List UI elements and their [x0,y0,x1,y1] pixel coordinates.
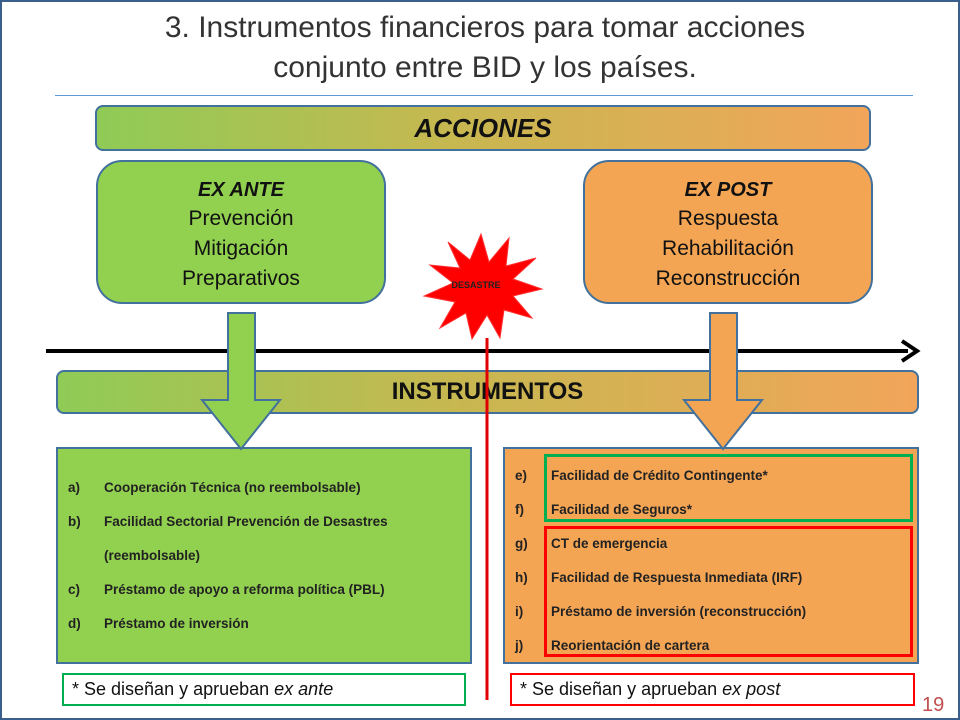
list-item: i) Préstamo de inversión (reconstrucción) [515,595,915,629]
ex-post-item: Reconstrucción [655,267,801,290]
item-letter: j) [515,638,524,653]
item-letter: f) [515,502,524,517]
ex-ante-heading: EX ANTE [198,179,284,201]
item-letter: c) [68,582,81,597]
item-letter: a) [68,480,81,495]
ex-ante-down-arrow [199,312,283,451]
ex-ante-item: Preparativos [182,267,300,290]
ex-post-heading: EX POST [684,179,772,201]
title-line-2: conjunto entre BID y los países. [273,51,697,84]
note-emphasis: ex post [722,679,781,699]
item-text: Cooperación Técnica (no reembolsable) [104,480,361,495]
ex-ante-item: Mitigación [193,237,289,260]
title-line-1: 3. Instrumentos financieros para tomar a… [164,11,806,44]
item-letter: e) [515,468,528,483]
ex-post-note: * Se diseñan y aprueban ex post [510,673,915,706]
list-item: j) Reorientación de cartera [515,629,915,663]
page-number: 19 [922,694,945,716]
title-divider [55,95,913,96]
disaster-burst-icon [422,232,544,341]
ex-ante-box: EX ANTE Prevención Mitigación Preparativ… [96,160,386,304]
note-emphasis: ex ante [274,679,334,699]
ex-post-box: EX POST Respuesta Rehabilitación Reconst… [583,160,873,304]
list-item: e) Facilidad de Crédito Contingente* [515,459,915,493]
item-text: Facilidad de Respuesta Inmediata (IRF) [551,570,803,585]
item-text: (reembolsable) [104,548,201,563]
list-item: h) Facilidad de Respuesta Inmediata (IRF) [515,561,915,595]
ex-post-instruments-list: e) Facilidad de Crédito Contingente* f) Fa… [515,459,915,663]
ex-ante-note: * Se diseñan y aprueban ex ante [62,673,466,706]
ex-post-instruments-panel: e) Facilidad de Crédito Contingente* f) Fa… [503,447,919,664]
timeline-arrowhead [900,339,921,363]
ex-ante-item: Prevención [188,207,294,230]
slide-title: 3. Instrumentos financieros para tomar a… [60,8,910,88]
list-item: a) Cooperación Técnica (no reembolsable) [68,471,468,505]
list-item: c) Préstamo de apoyo a reforma política (… [68,573,468,607]
list-item: d) Préstamo de inversión [68,607,468,641]
list-item: (reembolsable) [68,539,468,573]
item-text: Facilidad de Crédito Contingente* [551,468,768,483]
list-item: b) Facilidad Sectorial Prevención de Desa… [68,505,468,539]
list-item: f) Facilidad de Seguros* [515,493,915,527]
item-text: CT de emergencia [551,536,668,551]
contingent-instruments-highlight [544,454,913,522]
item-text: Facilidad Sectorial Prevención de Desast… [104,514,388,529]
acciones-banner: ACCIONES [95,105,871,151]
item-text: Facilidad de Seguros* [551,502,693,517]
item-letter: i) [515,604,524,619]
item-letter: d) [68,616,81,631]
ex-ante-instruments-list: a)Cooperación Técnica (no reembolsable) … [68,471,468,641]
item-text: Reorientación de cartera [551,638,710,653]
item-letter: h) [515,570,528,585]
item-letter: g) [515,536,528,551]
post-disaster-instruments-highlight [544,526,913,657]
ex-post-down-arrow [681,312,765,451]
ex-post-item: Rehabilitación [662,237,794,260]
item-text: Préstamo de inversión (reconstrucción) [551,604,807,619]
ex-post-item: Respuesta [677,207,779,230]
note-prefix: * Se diseñan y aprueban [72,679,275,699]
item-letter: b) [68,514,81,529]
list-item: g) CT de emergencia [515,527,915,561]
item-text: Préstamo de inversión [104,616,249,631]
ex-ante-instruments-panel: a)Cooperación Técnica (no reembolsable) … [56,447,472,664]
disaster-label: DESASTRE [451,280,500,290]
note-prefix: * Se diseñan y aprueban [520,679,723,699]
item-text: Préstamo de apoyo a reforma política (PB… [104,582,385,597]
